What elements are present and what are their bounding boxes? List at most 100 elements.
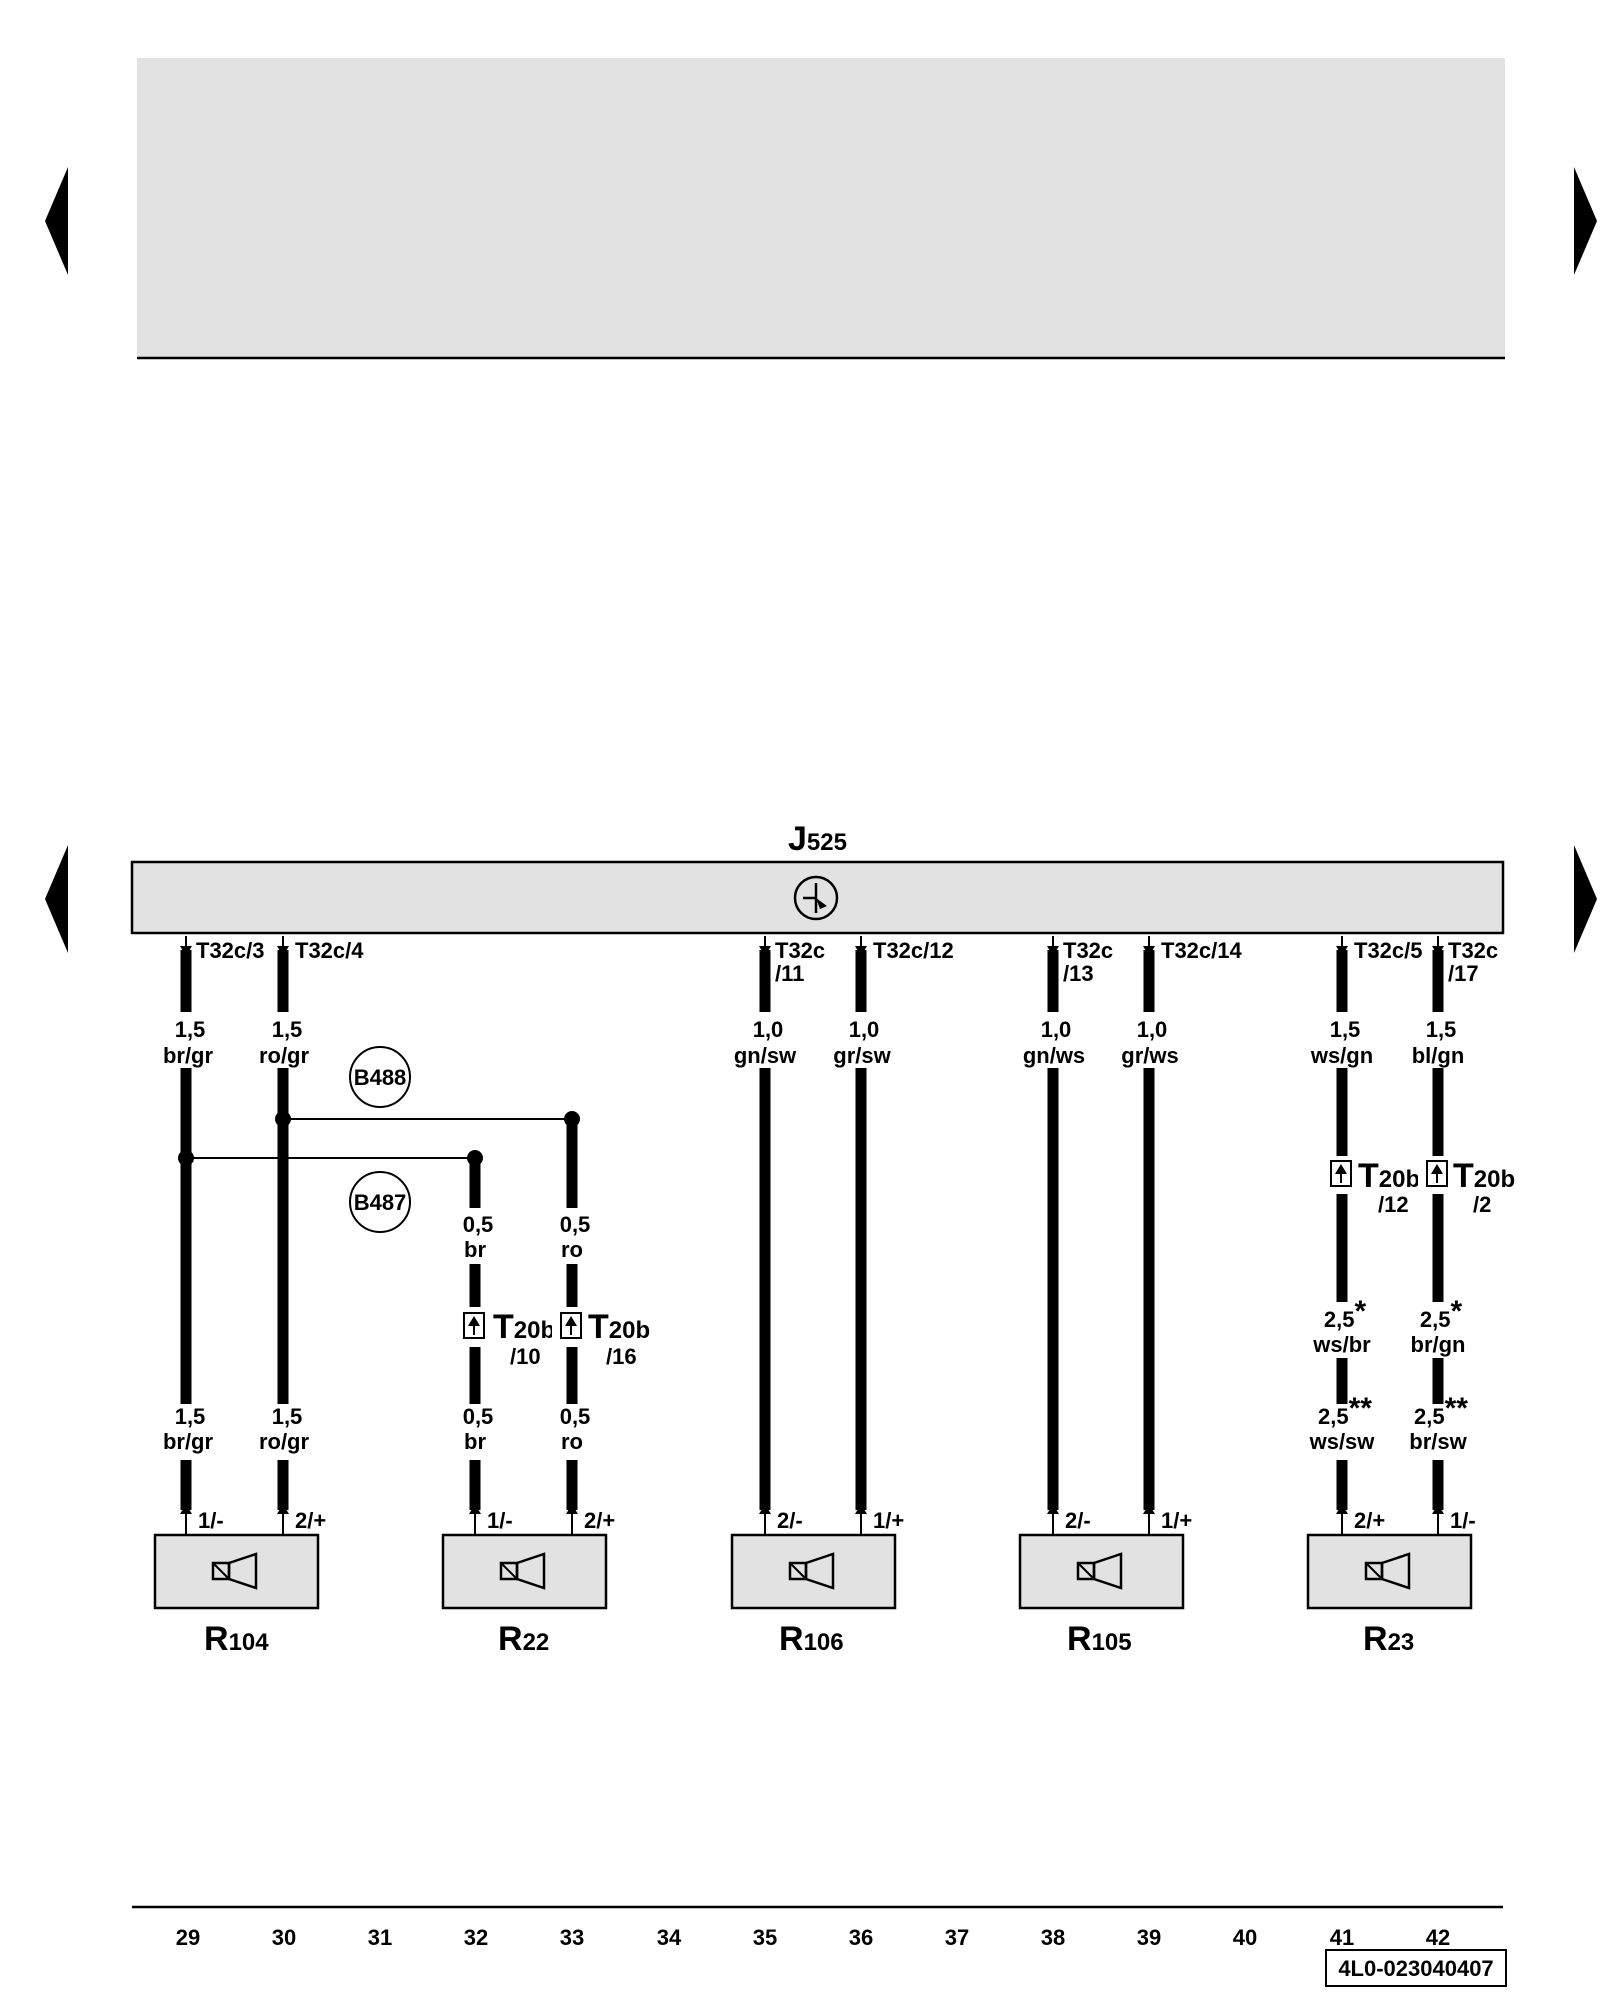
end-pin-label: 1/- [487, 1508, 513, 1533]
speaker-r22: R22 [441, 1533, 608, 1658]
prev-page-arrow-icon[interactable] [45, 167, 68, 275]
connector-pin: /16 [606, 1344, 637, 1369]
pin-label: T32c/12 [873, 938, 954, 963]
wire-section: 1,5 [272, 1017, 303, 1042]
wire-color: br [464, 1429, 486, 1454]
pin-label-continued: /11 [775, 961, 804, 986]
speaker-label: R106 [779, 1620, 844, 1658]
column-number: 37 [945, 1925, 969, 1950]
wire-color: ro/gr [259, 1429, 310, 1454]
end-pin-label: 1/- [198, 1508, 224, 1533]
wire-section: 1,0 [849, 1017, 880, 1042]
ground-point-b487: B487 [349, 1171, 411, 1233]
speaker-icon [788, 1552, 835, 1590]
connector-label: T20b [588, 1308, 650, 1346]
wire-color: gn/sw [734, 1043, 797, 1068]
wire-w8: T32c/14 1,0 gr/ws 1/+ [1121, 936, 1242, 1536]
column-number: 39 [1137, 1925, 1161, 1950]
end-pin-label: 2/+ [584, 1508, 615, 1533]
control-unit-symbol-icon [793, 875, 839, 921]
ground-point-b488: B488 [349, 1046, 411, 1108]
wire-section: 2,5** [1318, 1392, 1372, 1429]
wire-color: ws/gn [1310, 1043, 1373, 1068]
column-number: 34 [657, 1925, 682, 1950]
connector-pin: /12 [1378, 1192, 1409, 1217]
end-pin-label: 2/+ [295, 1508, 326, 1533]
wire-section: 2,5* [1324, 1295, 1367, 1332]
wire-w9: T20b /12 T32c/5 1,5 ws/gn 2,5* ws/br 2,5… [1309, 936, 1423, 1536]
column-number: 32 [464, 1925, 488, 1950]
wire-color: br/gr [163, 1429, 214, 1454]
wire-w2: T32c/4 1,5 ro/gr 1,5 ro/gr 2/+ [259, 936, 364, 1536]
pin-label: T32c/3 [196, 938, 265, 963]
speaker-label: R105 [1067, 1620, 1132, 1658]
wire-color: br [464, 1237, 486, 1262]
prev-section-arrow-icon[interactable] [45, 845, 68, 953]
wire-w5: T32c /11 1,0 gn/sw 2/- [734, 936, 825, 1536]
column-number: 35 [753, 1925, 777, 1950]
pin-label-continued: /17 [1448, 961, 1479, 986]
next-page-arrow-icon[interactable] [1574, 167, 1597, 275]
reference-number: 4L0-023040407 [1338, 1956, 1493, 1981]
wire-section: 2,5** [1414, 1392, 1468, 1429]
connector-label: T20b [1453, 1157, 1515, 1195]
pin-label: T32c/4 [295, 938, 364, 963]
pin-label: T32c [1063, 938, 1113, 963]
wire-w4: T20b /16 0,5 ro 0,5 ro 2/+ [552, 1119, 650, 1536]
pin-label: T32c/5 [1354, 938, 1423, 963]
wire-section: 1,0 [1041, 1017, 1072, 1042]
speaker-label: R104 [204, 1620, 269, 1658]
end-pin-label: 1/+ [873, 1508, 904, 1533]
speaker-r106: R106 [730, 1533, 897, 1658]
column-number: 40 [1233, 1925, 1257, 1950]
wire-w6: T32c/12 1,0 gr/sw 1/+ [833, 936, 954, 1536]
speaker-r104: R104 [153, 1533, 320, 1658]
wire-color: gn/ws [1023, 1043, 1085, 1068]
pin-label-continued: /13 [1063, 961, 1094, 986]
next-section-arrow-icon[interactable] [1574, 845, 1597, 953]
column-numbers: 29 30 31 32 33 34 35 36 37 38 39 40 41 4… [176, 1925, 1450, 1950]
wire-color: br/gn [1411, 1332, 1466, 1357]
end-pin-label: 1/+ [1161, 1508, 1192, 1533]
wire-section: 1,5 [1330, 1017, 1361, 1042]
column-number: 29 [176, 1925, 200, 1950]
connector-label: T20b [493, 1308, 555, 1346]
wire-section: 1,0 [753, 1017, 784, 1042]
end-pin-label: 2/- [1065, 1508, 1091, 1533]
control-unit-label: J525 [788, 820, 847, 858]
speaker-icon [499, 1552, 546, 1590]
connector-pin: /2 [1473, 1192, 1491, 1217]
speaker-icon [211, 1552, 258, 1590]
speaker-label: R23 [1363, 1620, 1414, 1658]
column-number: 42 [1426, 1925, 1450, 1950]
wire-color: ro [561, 1429, 583, 1454]
splice-dot [275, 1111, 291, 1127]
wire-section: 1,5 [272, 1404, 303, 1429]
wire-color: ws/br [1312, 1332, 1371, 1357]
connector-icon [1426, 1160, 1448, 1187]
wire-color: ws/sw [1309, 1429, 1376, 1454]
wire-w3: T20b /10 0,5 br 0,5 br 1/- [455, 1158, 555, 1536]
reference-box [1325, 1949, 1507, 1987]
wire-color: gr/ws [1121, 1043, 1178, 1068]
wire-section: 1,0 [1137, 1017, 1168, 1042]
pin-label: T32c [775, 938, 825, 963]
svg-text:B487: B487 [354, 1190, 407, 1215]
end-pin-label: 1/- [1450, 1508, 1476, 1533]
column-number: 38 [1041, 1925, 1065, 1950]
wire-section: 0,5 [560, 1404, 591, 1429]
wire-section: 0,5 [560, 1212, 591, 1237]
wire-color: ro [561, 1237, 583, 1262]
connector-label: T20b [1358, 1157, 1420, 1195]
wire-section: 0,5 [463, 1404, 494, 1429]
wire-color: br/gr [163, 1043, 214, 1068]
wire-section: 1,5 [175, 1017, 206, 1042]
connector-pin: /10 [510, 1344, 541, 1369]
control-unit-box [130, 860, 1505, 935]
wire-color: bl/gn [1412, 1043, 1465, 1068]
pin-label: T32c [1448, 938, 1498, 963]
column-number: 33 [560, 1925, 584, 1950]
wire-w10: T20b /2 T32c /17 1,5 bl/gn 2,5* br/gn 2,… [1409, 936, 1515, 1536]
speaker-r105: R105 [1018, 1533, 1185, 1658]
column-number: 36 [849, 1925, 873, 1950]
